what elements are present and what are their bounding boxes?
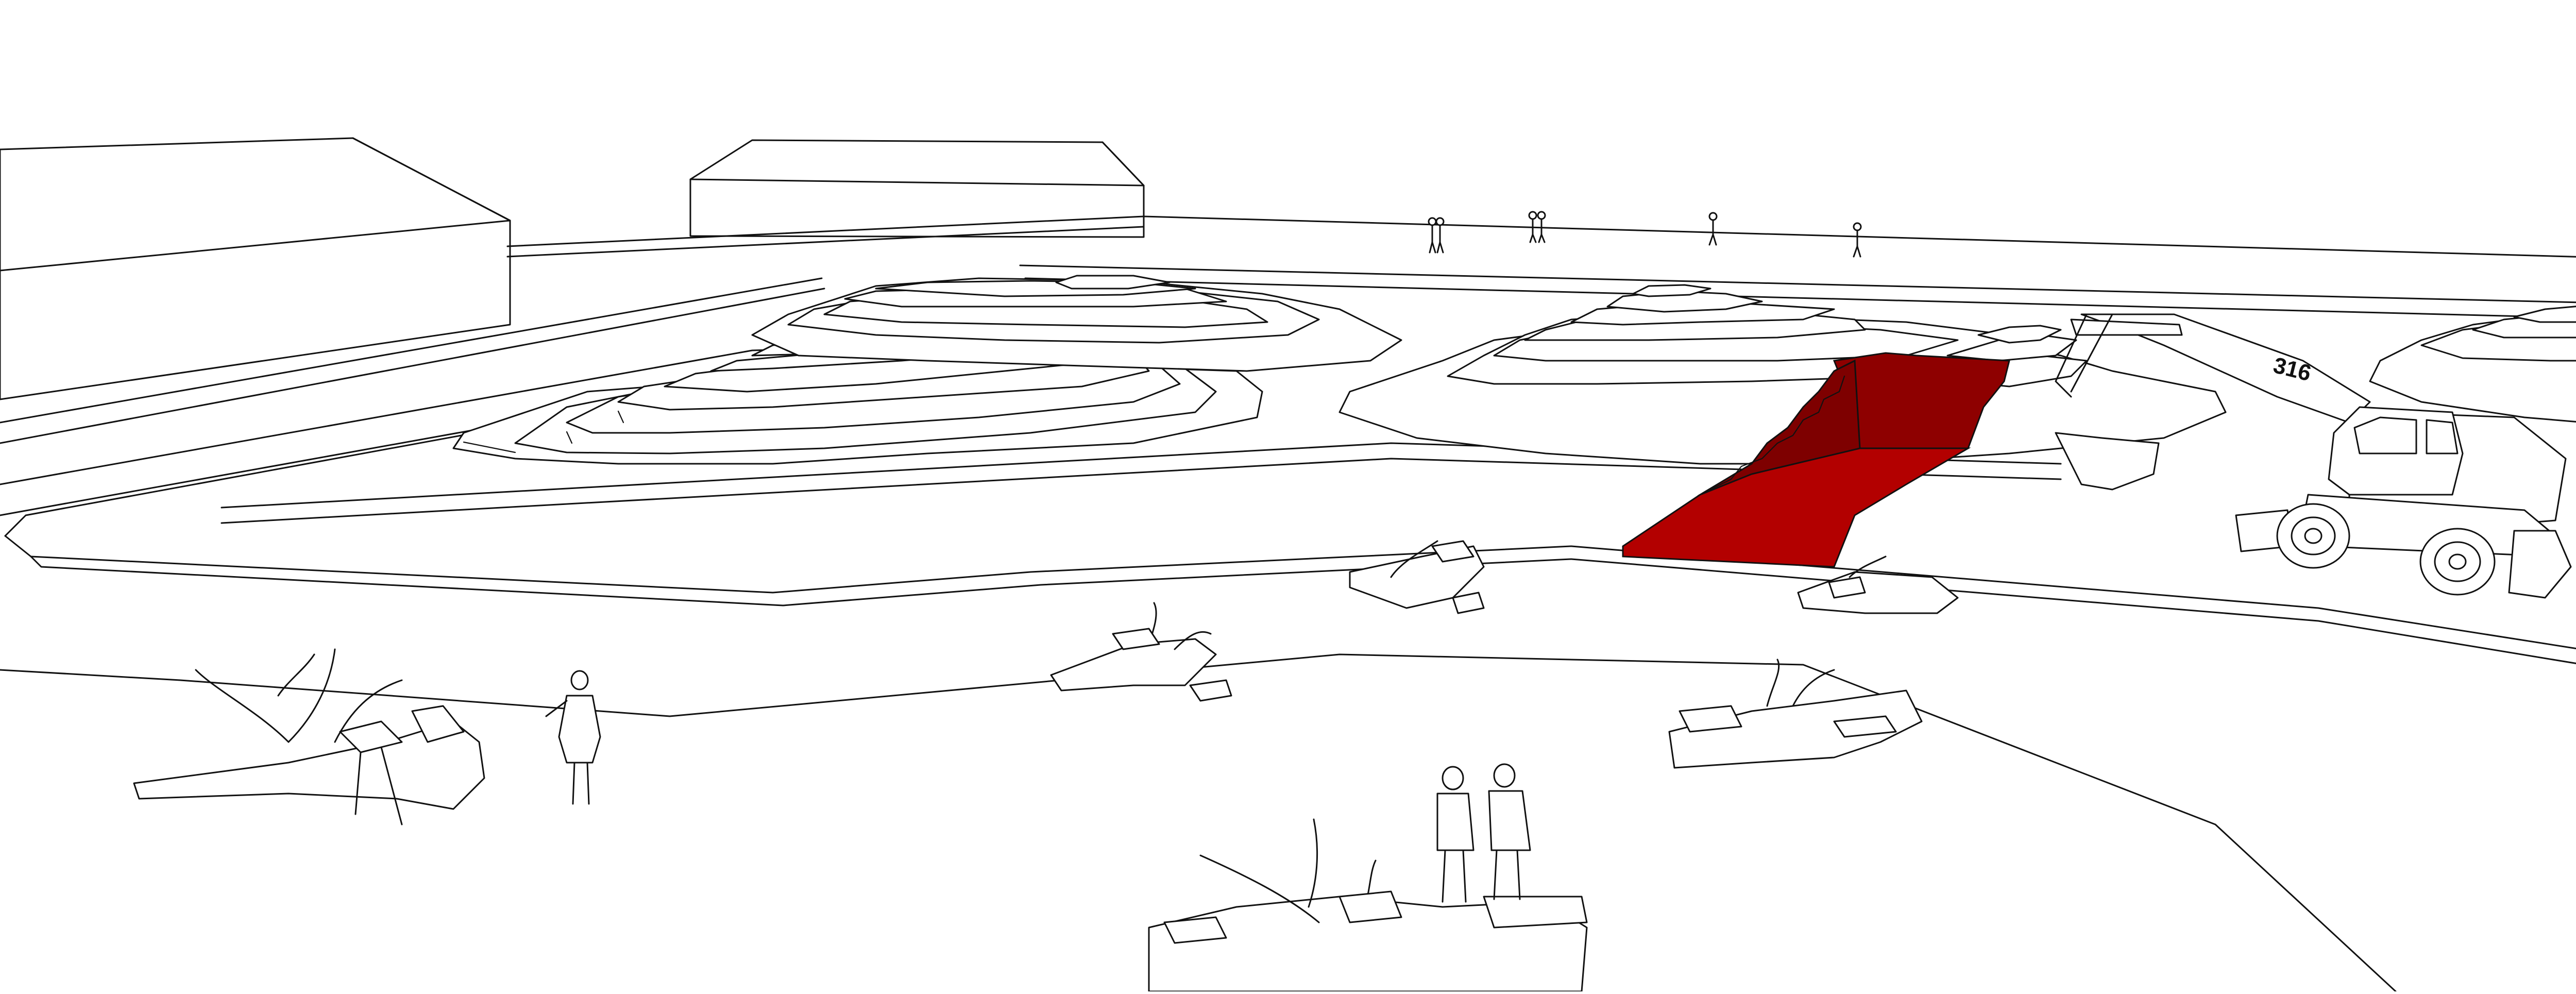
terraced-mound-left: [452, 275, 1402, 465]
fallen-tree-center: [1050, 602, 1232, 702]
ramp-lower-surface: [1622, 447, 1971, 568]
fallen-tree-right: [1668, 659, 1923, 769]
ground-planes: [0, 215, 2576, 992]
terraced-mound-right: [2369, 306, 2576, 423]
background-person: [1435, 217, 1445, 254]
background-person: [1537, 211, 1546, 243]
fallen-tree-mid-right: [1797, 555, 1959, 614]
background-person: [1528, 211, 1537, 243]
person-foreground-a: [1436, 766, 1475, 903]
person-standing-left: [545, 670, 601, 805]
excavator-wheel-rear: [2419, 528, 2496, 596]
fallen-tree-mid-left: [1349, 540, 1485, 614]
background-person: [1708, 212, 1718, 246]
fallen-tree-foreground: [1148, 818, 1588, 992]
person-foreground-b: [1488, 763, 1531, 900]
background-person: [1853, 222, 1862, 258]
background-people: [1428, 211, 1862, 258]
excavator-wheel-front: [2276, 503, 2350, 569]
background-person: [1428, 217, 1437, 254]
red-ramp-stair: [1622, 352, 2010, 568]
fallen-tree-left: [133, 648, 485, 825]
excavator: 316: [2055, 313, 2572, 599]
building-center: [689, 139, 1145, 238]
building-left: [0, 137, 511, 400]
